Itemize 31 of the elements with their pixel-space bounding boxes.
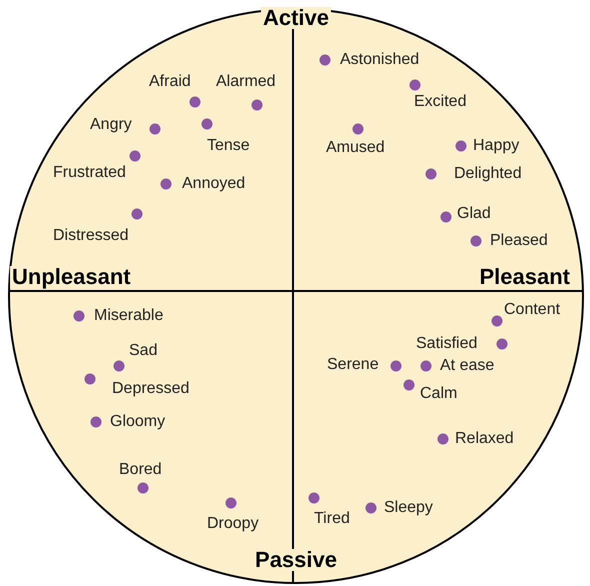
emotion-label: Sleepy (384, 498, 433, 518)
emotion-label: Annoyed (182, 174, 246, 194)
emotion-label: Excited (414, 92, 466, 112)
emotion-label: Distressed (53, 226, 129, 246)
emotion-label: Frustrated (53, 164, 126, 182)
axis-label: Unpleasant (10, 266, 133, 288)
emotion-label: Angry (90, 116, 132, 134)
emotion-label: Pleased (490, 232, 548, 250)
emotion-label: At ease (440, 356, 494, 376)
emotion-label: Miserable (94, 306, 164, 326)
emotion-label: Tired (314, 510, 350, 528)
emotion-label: Astonished (340, 50, 420, 70)
axis-label: Passive (253, 549, 339, 571)
emotion-label: Delighted (454, 164, 522, 184)
emotion-label: Relaxed (455, 430, 514, 448)
axis-label: Active (260, 7, 332, 29)
emotion-label: Calm (420, 384, 458, 404)
emotion-label: Tense (207, 136, 250, 156)
emotion-label: Droopy (207, 514, 259, 534)
emotion-label: Alarmed (216, 72, 276, 92)
emotion-label: Gloomy (110, 412, 166, 432)
emotion-label: Satisfied (416, 334, 478, 354)
emotion-label: Happy (473, 136, 520, 156)
emotion-label: Serene (327, 356, 379, 374)
emotion-label: Afraid (149, 72, 191, 92)
emotion-label: Bored (119, 460, 162, 480)
emotion-label: Depressed (112, 380, 190, 398)
emotion-label: Glad (457, 204, 491, 224)
emotion-label: Content (504, 300, 560, 320)
emotion-label: Amused (326, 138, 385, 158)
emotion-label: Sad (129, 342, 158, 360)
